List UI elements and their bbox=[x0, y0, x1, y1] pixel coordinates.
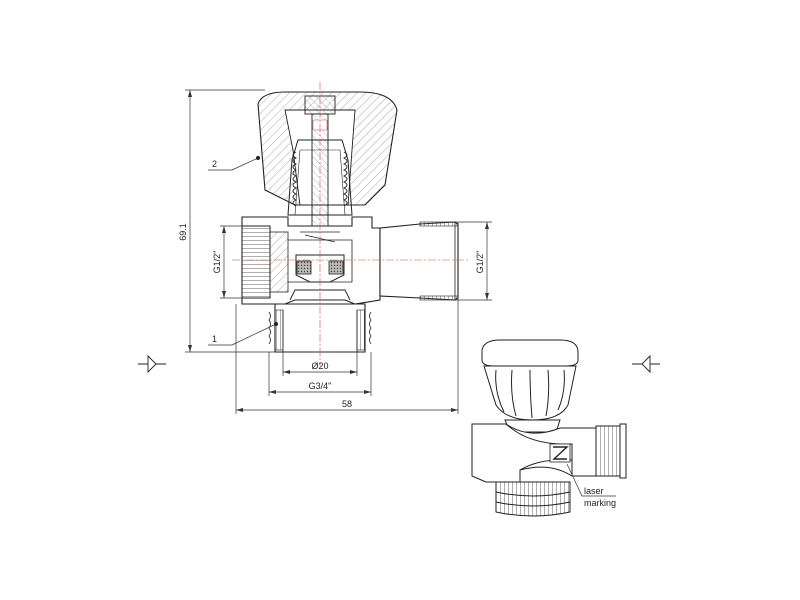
dim-height: 69.1 bbox=[178, 223, 188, 241]
ext-bottom-thread bbox=[495, 481, 571, 517]
dim-bottom-thread: G3/4" bbox=[309, 381, 332, 391]
exterior-view bbox=[471, 339, 627, 517]
dim-bore: Ø20 bbox=[311, 361, 328, 371]
inlet-thread bbox=[241, 225, 271, 299]
brand-logo-icon bbox=[549, 443, 571, 463]
laser-marking-leader bbox=[566, 463, 616, 497]
ext-outlet-thread bbox=[595, 425, 623, 477]
callout-leaders bbox=[208, 157, 277, 346]
seal-left bbox=[296, 260, 312, 275]
spring-left bbox=[292, 151, 348, 207]
callout-2: 2 bbox=[212, 159, 217, 169]
callout-1: 1 bbox=[212, 334, 217, 344]
view-arrow-left-icon bbox=[138, 354, 166, 374]
section-view bbox=[232, 82, 470, 366]
dim-width: 58 bbox=[342, 399, 352, 409]
dim-inlet-thread: G1/2" bbox=[212, 251, 222, 274]
laser-marking-line2: marking bbox=[584, 498, 616, 508]
laser-marking-line1: laser bbox=[584, 486, 604, 496]
bonnet bbox=[287, 139, 353, 216]
ext-body bbox=[471, 423, 597, 483]
outlet-tube bbox=[379, 221, 459, 301]
ext-cap bbox=[481, 339, 579, 367]
seal-right bbox=[328, 260, 344, 275]
dim-outlet-thread: G1/2" bbox=[475, 251, 485, 274]
dimension-arrowheads bbox=[188, 90, 489, 412]
view-arrow-right-icon bbox=[632, 354, 660, 374]
